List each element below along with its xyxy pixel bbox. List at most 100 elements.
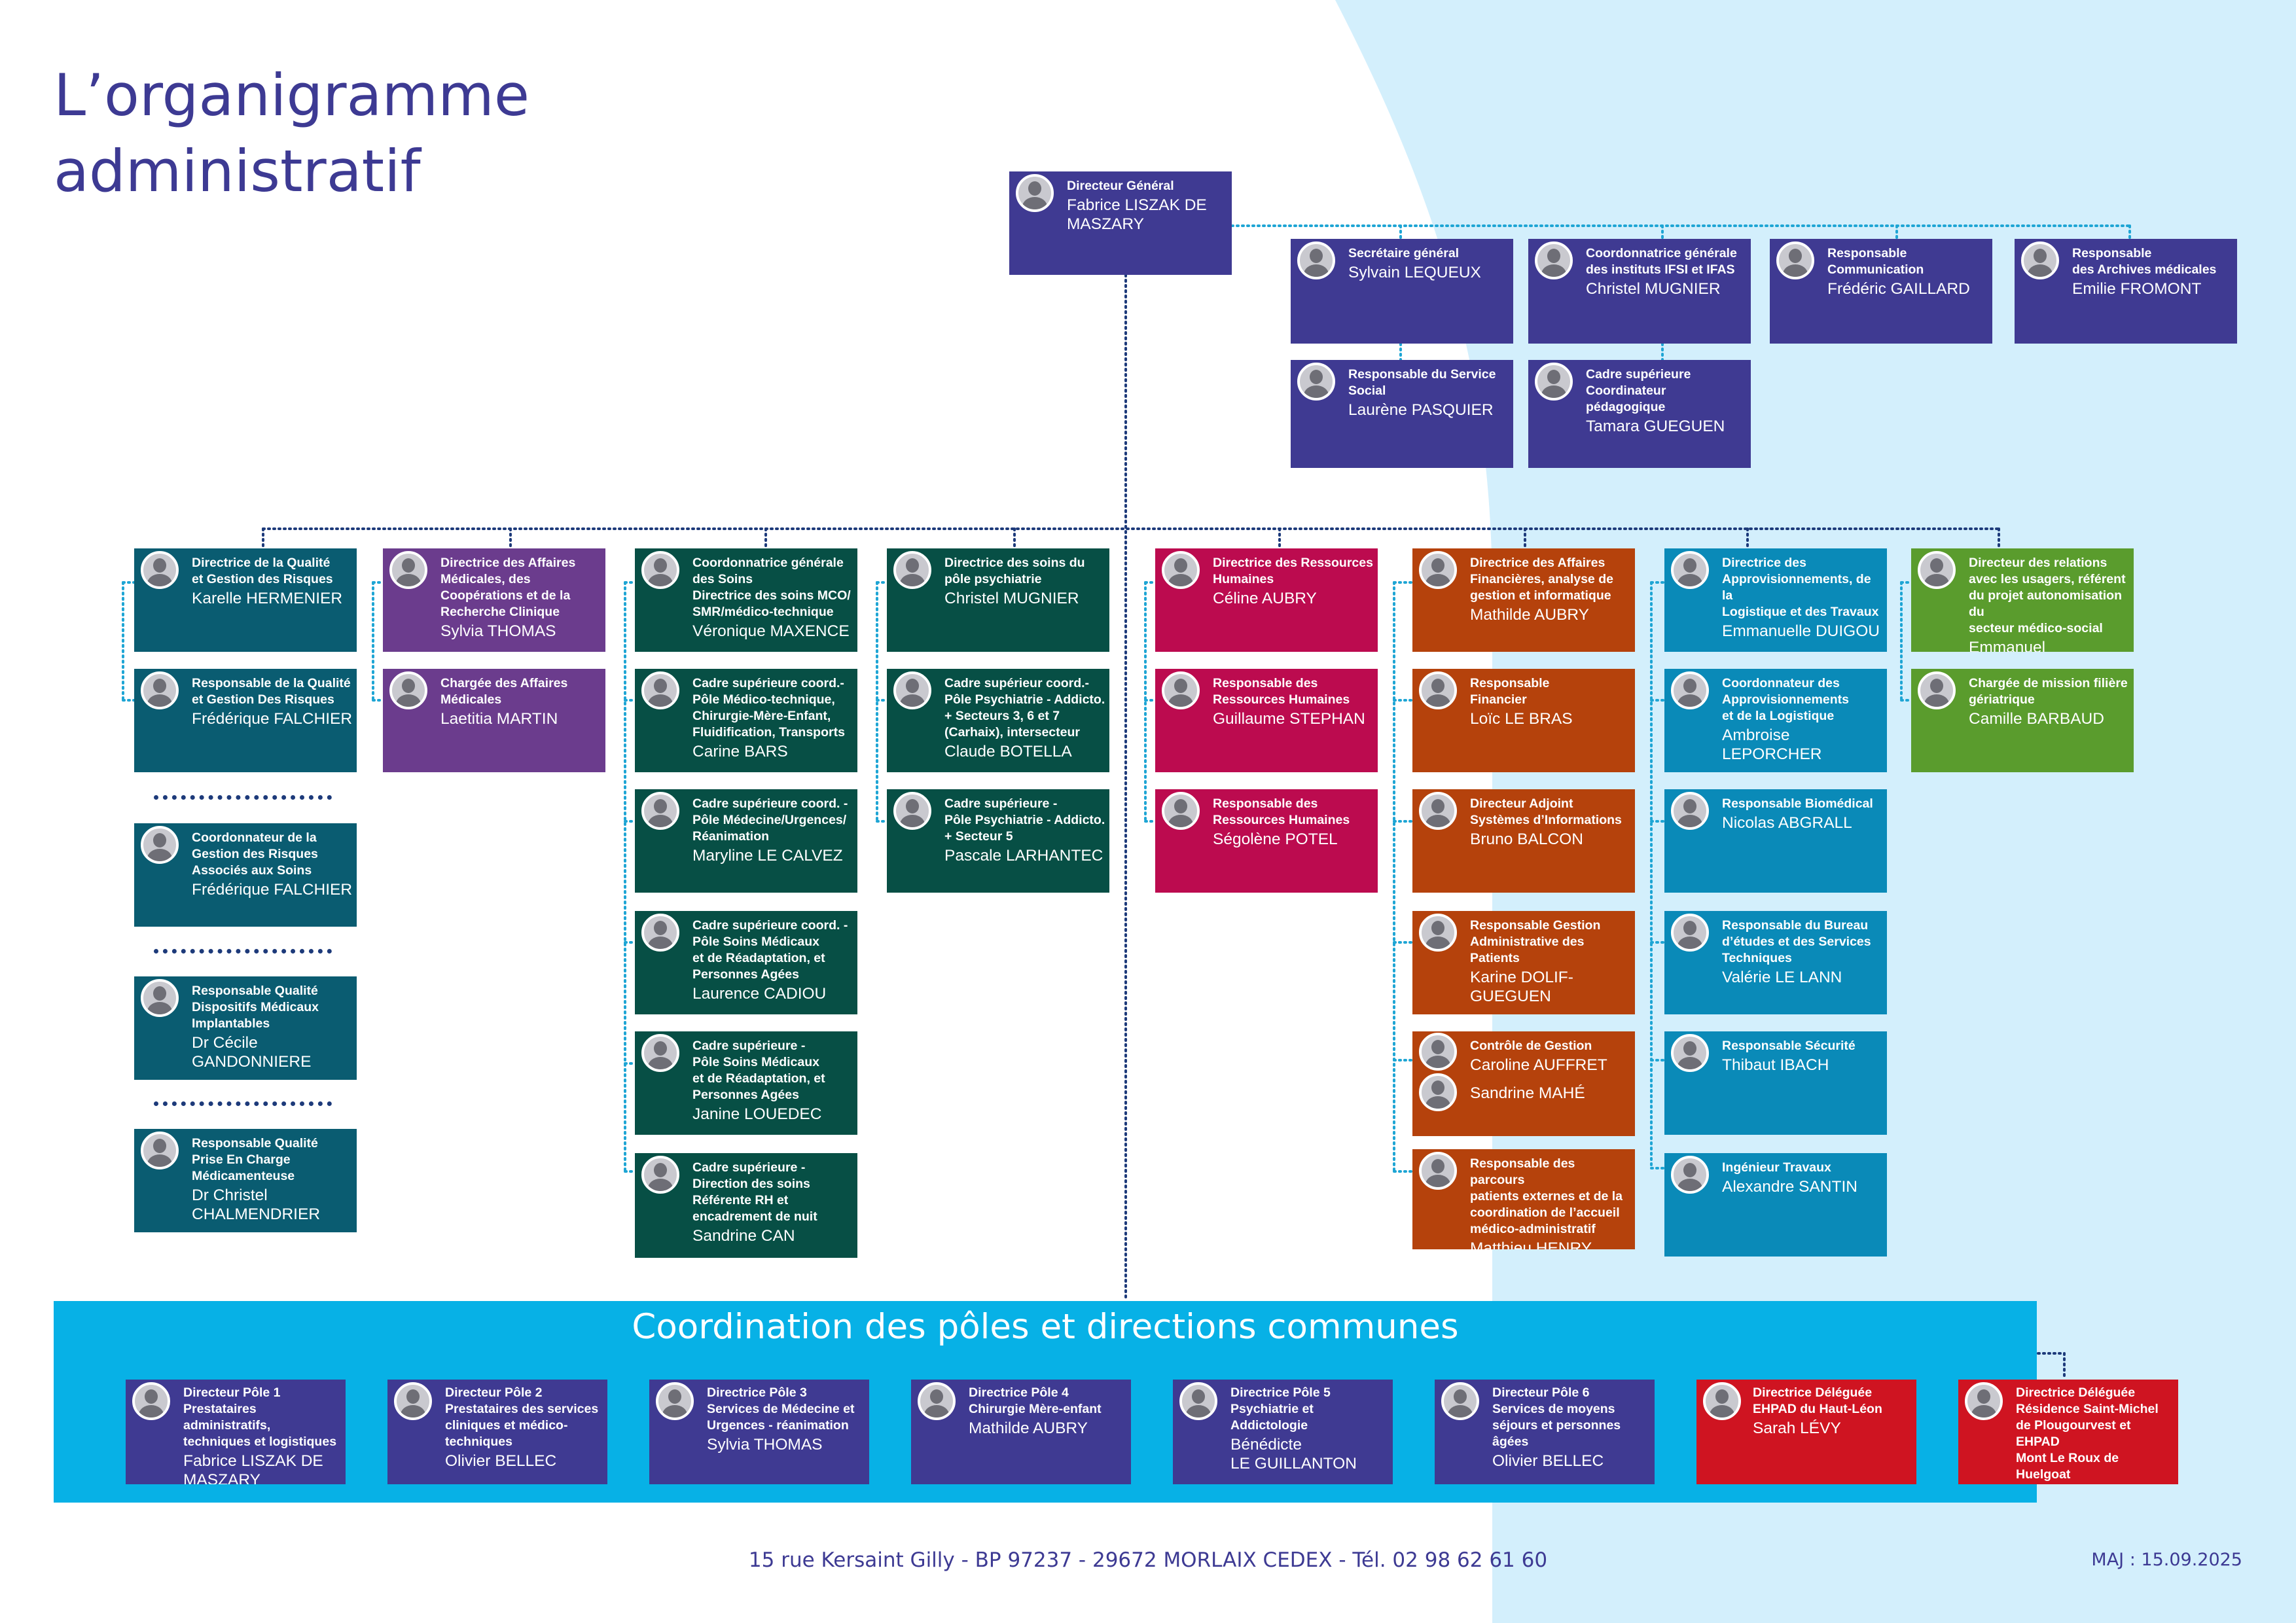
person-card[interactable]: Responsable de la Qualité et Gestion Des… <box>134 669 357 772</box>
person-card[interactable]: Directrice Pôle 3 Services de Médecine e… <box>649 1380 869 1484</box>
person-card[interactable]: Directrice des soins du pôle psychiatrie… <box>887 548 1109 652</box>
person-name: Ségolène POTEL <box>1213 830 1338 848</box>
person-card[interactable]: Directrice des Approvisionnements, de la… <box>1664 548 1887 652</box>
person-name: Dr Christel CHALMENDRIER <box>192 1186 321 1223</box>
role-label: Directeur Pôle 1 Prestataires administra… <box>183 1385 337 1449</box>
role-label: Cadre supérieur coord.- Pôle Psychiatrie… <box>944 676 1105 740</box>
person-card[interactable]: Cadre supérieure - Pôle Psychiatrie - Ad… <box>887 789 1109 893</box>
avatar-icon <box>893 551 931 589</box>
role-label: Directrice des soins du pôle psychiatrie <box>944 556 1085 586</box>
role-label: Directrice Pôle 4 Chirurgie Mère-enfant <box>969 1385 1102 1416</box>
avatar-icon <box>394 1382 432 1420</box>
person-card[interactable]: Coordonnateur de la Gestion des Risques … <box>134 823 357 927</box>
avatar-icon <box>1162 671 1200 709</box>
role-label: Directeur des relations avec les usagers… <box>1969 556 2126 635</box>
person-name: Laurence CADIOU <box>692 985 827 1003</box>
role-label: Directeur Pôle 2 Prestataires des servic… <box>445 1385 599 1449</box>
person-name: Sarah LÉVY <box>1753 1419 1841 1437</box>
person-name: Christel MUGNIER <box>944 590 1079 607</box>
update-date: MAJ : 15.09.2025 <box>2091 1550 2242 1570</box>
person-card[interactable]: Directeur Pôle 1 Prestataires administra… <box>126 1380 346 1484</box>
avatar-icon <box>1703 1382 1741 1420</box>
role-label: Chargée des Affaires Médicales <box>440 676 568 707</box>
person-card[interactable]: Cadre supérieur coord.- Pôle Psychiatrie… <box>887 669 1109 772</box>
person-card[interactable]: Coordonnatrice générale des Soins Direct… <box>635 548 857 652</box>
person-name: Camille BARBAUD <box>1969 710 2104 728</box>
person-card[interactable]: Responsable du Bureau d’études et des Se… <box>1664 911 1887 1014</box>
person-card[interactable]: Cadre supérieure - Pôle Soins Médicaux e… <box>635 1031 857 1135</box>
person-name: Mathilde AUBRY <box>969 1419 1088 1437</box>
person-card[interactable]: Directrice Déléguée Résidence Saint-Mich… <box>1958 1380 2178 1484</box>
person-card[interactable]: Cadre supérieure coord. - Pôle Soins Méd… <box>635 911 857 1014</box>
role-label: Coordonnateur de la Gestion des Risques … <box>192 830 318 878</box>
person-name: Pascale LARHANTEC <box>944 847 1103 865</box>
person-card[interactable]: Directeur Pôle 6 Services de moyens séjo… <box>1435 1380 1655 1484</box>
person-card[interactable]: Responsable Gestion Administrative des P… <box>1412 911 1635 1014</box>
person-name: Frédérique FALCHIER <box>192 881 353 899</box>
person-card[interactable]: Responsable Qualité Prise En Charge Médi… <box>134 1129 357 1232</box>
avatar-icon <box>1419 914 1457 952</box>
avatar-icon <box>1162 551 1200 589</box>
avatar-icon <box>1671 1034 1709 1072</box>
avatar-icon <box>1965 1382 2003 1420</box>
person-card[interactable]: Coordonnateur des Approvisionnements et … <box>1664 669 1887 772</box>
role-label: Responsable des Ressources Humaines <box>1213 796 1350 827</box>
person-card[interactable]: Responsable Qualité Dispositifs Médicaux… <box>134 976 357 1080</box>
avatar-icon <box>1535 363 1573 401</box>
person-card[interactable]: Coordonnatrice générale des instituts IF… <box>1528 239 1751 344</box>
avatar-icon <box>641 1156 679 1194</box>
avatar-icon <box>389 671 427 709</box>
person-card[interactable]: Directeur Pôle 2 Prestataires des servic… <box>387 1380 607 1484</box>
person-name: Caroline AUFFRET <box>1470 1056 1607 1074</box>
person-name: Karelle HERMENIER <box>192 590 343 607</box>
person-card[interactable]: Cadre supérieure coord. - Pôle Médecine/… <box>635 789 857 893</box>
footer-address: 15 rue Kersaint Gilly - BP 97237 - 29672… <box>748 1548 1548 1572</box>
person-card[interactable]: Directrice des Affaires Médicales, des C… <box>383 548 605 652</box>
person-card[interactable]: Directrice de la Qualité et Gestion des … <box>134 548 357 652</box>
role-label: Directeur Adjoint Systèmes d’Information… <box>1470 796 1622 827</box>
person-name: Frédérique FALCHIER <box>192 710 353 728</box>
role-label: Directrice Pôle 3 Services de Médecine e… <box>707 1385 855 1433</box>
person-name: Sylvia THOMAS <box>707 1436 823 1454</box>
person-name: Bénédicte LE GUILLANTON <box>1230 1436 1357 1472</box>
avatar-icon <box>1441 1382 1479 1420</box>
person-card[interactable]: Cadre supérieure Coordinateur pédagogiqu… <box>1528 360 1751 468</box>
role-label: Responsable de la Qualité et Gestion Des… <box>192 676 351 707</box>
person-card[interactable]: Responsable des parcours patients extern… <box>1412 1149 1635 1249</box>
avatar-icon <box>1671 1156 1709 1194</box>
separator <box>154 795 332 800</box>
person-card[interactable]: Cadre supérieure coord.- Pôle Médico-tec… <box>635 669 857 772</box>
person-name: Fabrice LISZAK DE MASZARY <box>1067 196 1207 233</box>
avatar-icon <box>1419 551 1457 589</box>
person-name: Véronique MAXENCE <box>692 622 850 640</box>
person-card[interactable]: Directeur des relations avec les usagers… <box>1911 548 2134 652</box>
person-card[interactable]: Directrice Pôle 5 Psychiatrie et Addicto… <box>1173 1380 1393 1484</box>
role-label: Directrice de la Qualité et Gestion des … <box>192 556 333 586</box>
person-card[interactable]: Cadre supérieure - Direction des soins R… <box>635 1153 857 1258</box>
avatar-icon <box>1419 1033 1457 1071</box>
role-label: Cadre supérieure - Pôle Soins Médicaux e… <box>692 1039 825 1102</box>
role-label: Directrice des Ressources Humaines <box>1213 556 1373 586</box>
role-label: Coordonnatrice générale des Soins Direct… <box>692 556 851 619</box>
person-card[interactable]: Directeur Adjoint Systèmes d’Information… <box>1412 789 1635 893</box>
person-card[interactable]: Directrice des Affaires Financières, ana… <box>1412 548 1635 652</box>
role-label: Responsable Qualité Prise En Charge Médi… <box>192 1136 318 1183</box>
coordination-title: Coordination des pôles et directions com… <box>632 1307 1459 1347</box>
